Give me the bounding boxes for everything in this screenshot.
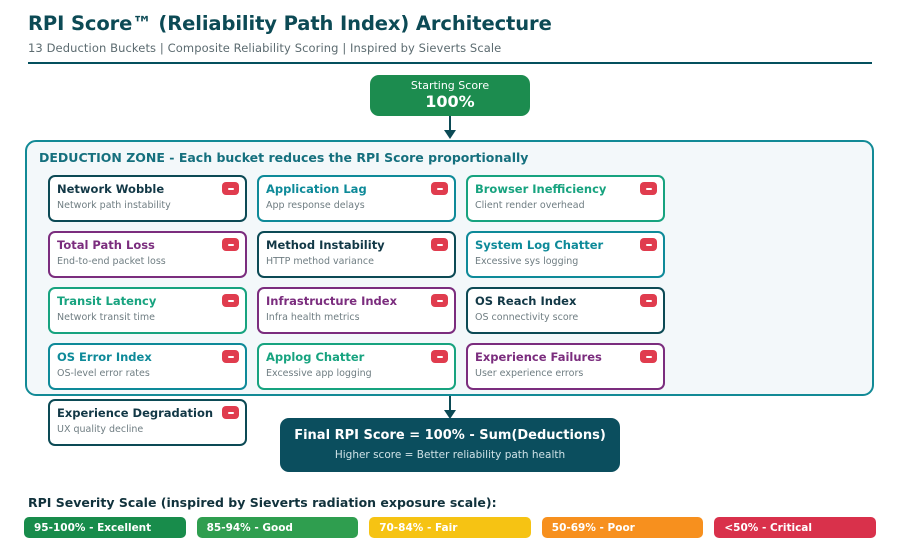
bucket-title: Experience Failures <box>475 350 602 364</box>
flow-arrow-line-top <box>449 116 451 132</box>
severity-chip: 50-69% - Poor <box>541 517 704 538</box>
minus-icon <box>222 350 239 363</box>
bucket-title: Network Wobble <box>57 182 165 196</box>
page-title: RPI Score™ (Reliability Path Index) Arch… <box>28 12 552 35</box>
minus-icon-bar <box>645 299 652 302</box>
flow-arrow-line-bottom <box>449 396 451 412</box>
bucket-title: Transit Latency <box>57 294 157 308</box>
severity-scale-title: RPI Severity Scale (inspired by Sieverts… <box>28 495 497 510</box>
severity-chip: 70-84% - Fair <box>369 517 531 538</box>
bucket-title: OS Error Index <box>57 350 152 364</box>
deduction-zone-title: DEDUCTION ZONE - Each bucket reduces the… <box>39 150 529 165</box>
header-divider <box>28 62 872 65</box>
deduction-zone: DEDUCTION ZONE - Each bucket reduces the… <box>25 140 874 446</box>
bucket-title: System Log Chatter <box>475 238 604 252</box>
bucket-title: Method Instability <box>266 238 385 252</box>
page-header: RPI Score™ (Reliability Path Index) Arch… <box>28 12 872 65</box>
bucket-title: Application Lag <box>266 182 367 196</box>
flow-arrow-head-top <box>444 130 456 139</box>
minus-icon <box>640 294 657 307</box>
page-subtitle: 13 Deduction Buckets | Composite Reliabi… <box>28 41 502 56</box>
final-score-formula: Final RPI Score = 100% - Sum(Deductions) <box>294 428 606 444</box>
minus-icon-bar <box>645 355 652 358</box>
severity-chip: <50% - Critical <box>714 517 876 538</box>
severity-chip: 95-100% - Excellent <box>24 517 186 538</box>
bucket-title: Infrastructure Index <box>266 294 397 308</box>
starting-score-value: 100% <box>425 92 475 112</box>
severity-chip: 85-94% - Good <box>196 517 359 538</box>
minus-icon <box>222 294 239 307</box>
bucket-subtitle: Network transit time <box>57 311 155 323</box>
bucket-subtitle: HTTP method variance <box>266 255 374 267</box>
deduction-bucket-card[interactable]: OS Reach Index OS connectivity score <box>466 287 665 334</box>
minus-icon <box>222 182 239 195</box>
final-score-note: Higher score = Better reliability path h… <box>334 449 566 462</box>
bucket-title: OS Reach Index <box>475 294 577 308</box>
bucket-subtitle: UX quality decline <box>57 423 144 435</box>
bucket-title: Browser Inefficiency <box>475 182 607 196</box>
deduction-bucket-card[interactable]: Experience Degradation UX quality decline <box>48 399 247 446</box>
final-score-box: Final RPI Score = 100% - Sum(Deductions)… <box>280 418 620 472</box>
flow-arrow-head-bottom <box>444 410 456 419</box>
minus-icon <box>431 238 448 251</box>
bucket-subtitle: OS connectivity score <box>475 311 579 323</box>
bucket-subtitle: App response delays <box>266 199 365 211</box>
minus-icon <box>222 406 239 419</box>
bucket-subtitle: Client render overhead <box>475 199 585 211</box>
minus-icon-bar <box>227 243 234 246</box>
minus-icon <box>431 350 448 363</box>
bucket-subtitle: Excessive app logging <box>266 367 372 379</box>
minus-icon <box>431 182 448 195</box>
minus-icon-bar <box>227 355 234 358</box>
minus-icon <box>222 238 239 251</box>
minus-icon <box>640 238 657 251</box>
bucket-subtitle: Infra health metrics <box>266 311 360 323</box>
bucket-subtitle: User experience errors <box>475 367 584 379</box>
minus-icon-bar <box>227 299 234 302</box>
bucket-title: Total Path Loss <box>57 238 155 252</box>
minus-icon-bar <box>227 411 234 414</box>
minus-icon <box>640 182 657 195</box>
minus-icon-bar <box>436 355 443 358</box>
bucket-subtitle: Excessive sys logging <box>475 255 579 267</box>
severity-scale-row: 95-100% - Excellent 85-94% - Good 70-84% -… <box>24 517 876 538</box>
minus-icon <box>640 350 657 363</box>
minus-icon-bar <box>645 187 652 190</box>
minus-icon-bar <box>436 243 443 246</box>
minus-icon <box>431 294 448 307</box>
bucket-title: Experience Degradation <box>57 406 214 420</box>
minus-icon-bar <box>645 243 652 246</box>
starting-score-badge: Starting Score 100% <box>370 75 530 116</box>
starting-score-label: Starting Score <box>410 78 490 92</box>
bucket-title: Applog Chatter <box>266 350 365 364</box>
minus-icon-bar <box>227 187 234 190</box>
bucket-subtitle: Network path instability <box>57 199 171 211</box>
bucket-subtitle: OS-level error rates <box>57 367 150 379</box>
minus-icon-bar <box>436 299 443 302</box>
minus-icon-bar <box>436 187 443 190</box>
bucket-subtitle: End-to-end packet loss <box>57 255 166 267</box>
